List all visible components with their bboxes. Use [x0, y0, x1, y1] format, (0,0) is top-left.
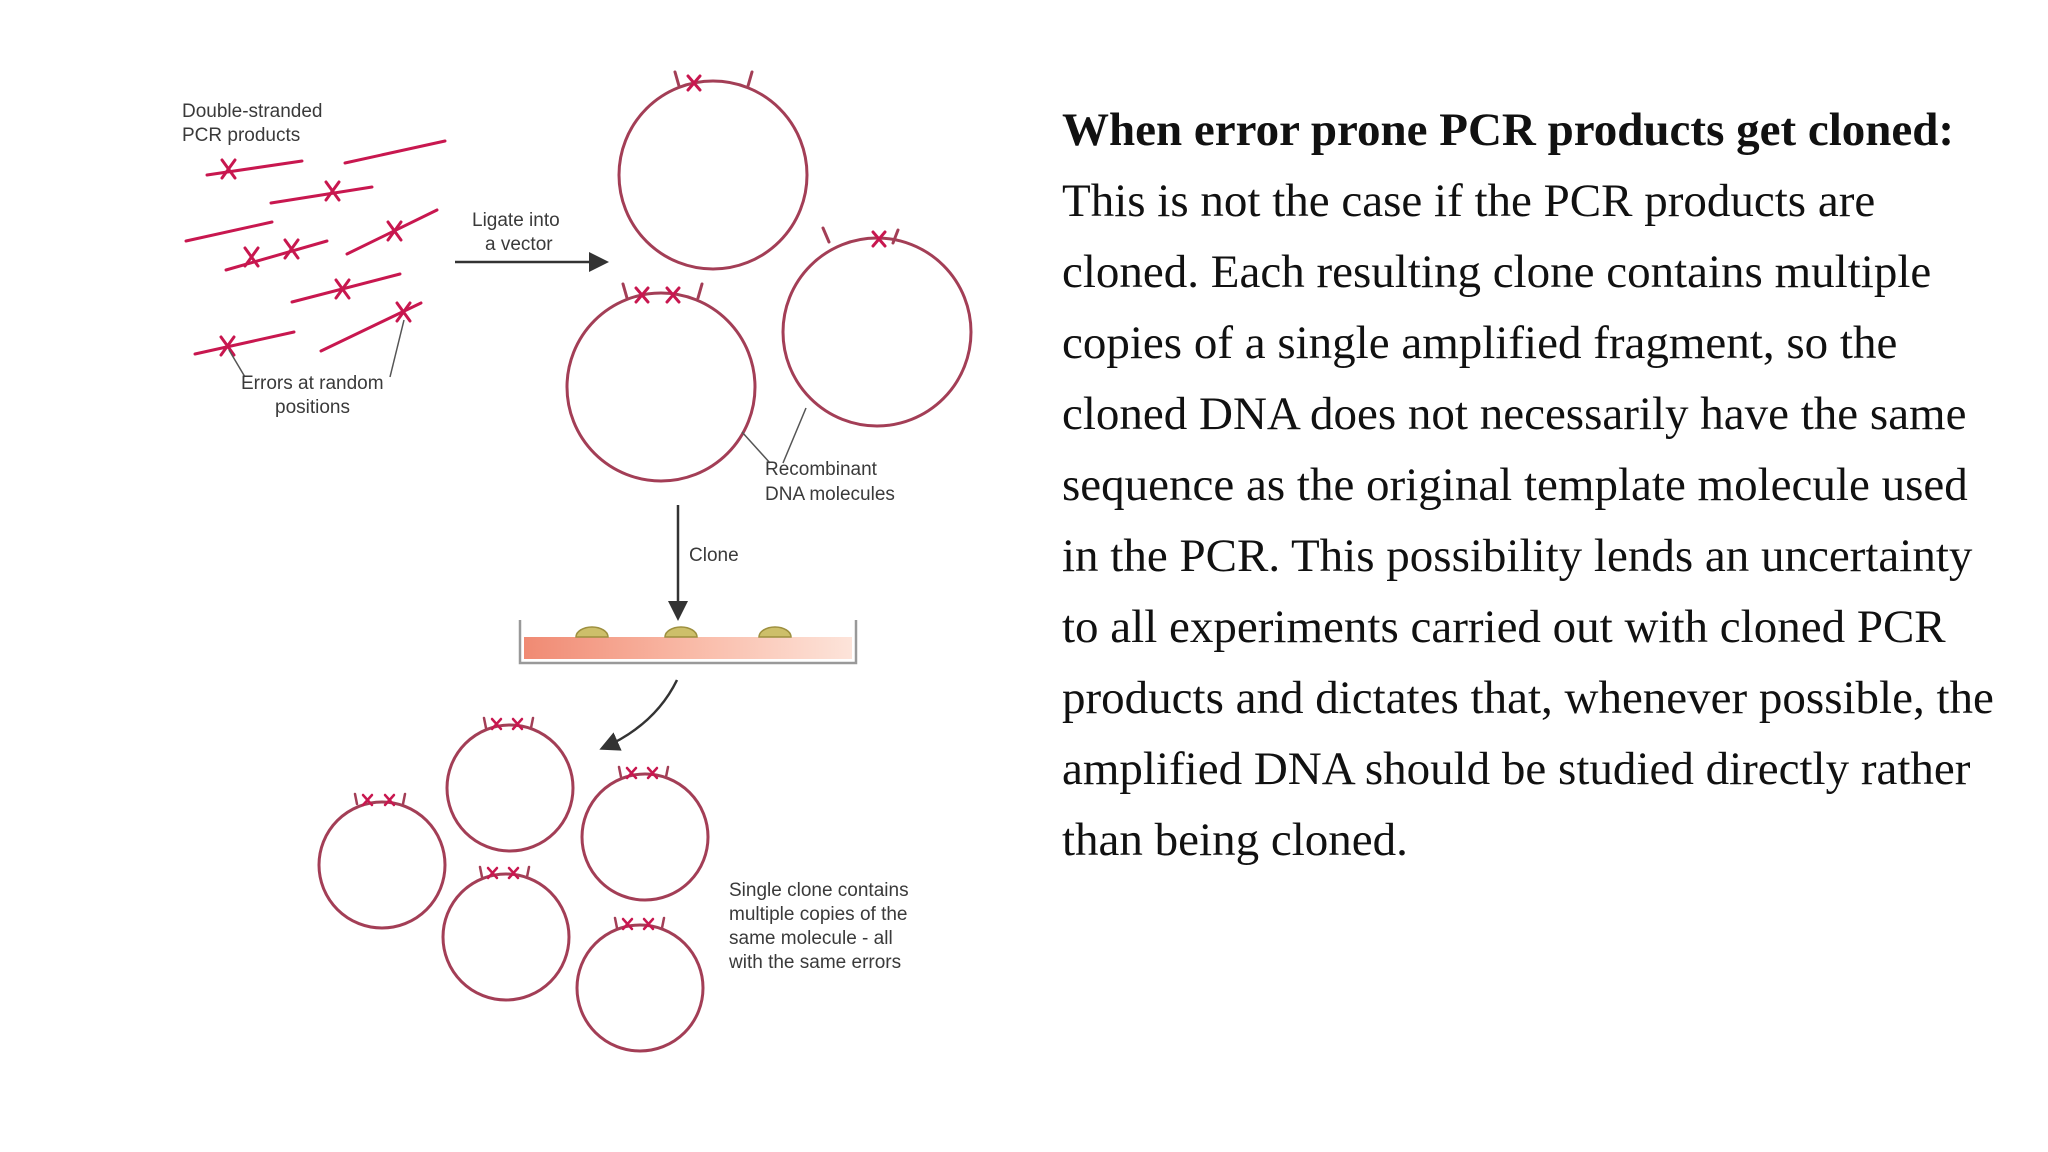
- recombinant-circle: [565, 291, 757, 483]
- label-recombinant-line1: Recombinant: [765, 459, 878, 480]
- clone-circle: [575, 923, 705, 1053]
- colony: [664, 626, 698, 638]
- recombinant-pointer-lines: [741, 407, 807, 464]
- clone-circle: [580, 772, 710, 902]
- dna-fragments: [184, 139, 447, 356]
- label-ligate-line2: a vector: [485, 234, 553, 255]
- label-errors-line1: Errors at random: [241, 373, 384, 394]
- recombinant-molecules: [565, 79, 973, 483]
- colony: [758, 626, 792, 638]
- clone-circle: [317, 800, 447, 930]
- dna-fragment: [184, 220, 274, 243]
- ligate-step: Ligate into a vector: [455, 210, 609, 272]
- pcr-products-group: Double-stranded PCR products: [182, 101, 447, 418]
- explanation-paragraph: When error prone PCR products get cloned…: [1062, 95, 1997, 876]
- error-mark-icon: [219, 335, 236, 357]
- dna-fragment: [290, 272, 402, 304]
- colony: [575, 626, 609, 638]
- dna-fragment: [343, 139, 447, 165]
- errors-pointer-lines: [228, 319, 405, 378]
- label-clone: Clone: [689, 545, 739, 566]
- label-ligate-line1: Ligate into: [472, 210, 560, 231]
- explanation-heading: When error prone PCR products get cloned…: [1062, 104, 1955, 156]
- dna-fragment: [224, 239, 329, 272]
- recombinant-circle: [781, 236, 973, 428]
- error-mark-icon: [283, 238, 300, 260]
- error-mark-icon: [634, 286, 650, 304]
- error-mark-icon: [220, 158, 237, 180]
- clone-circle: [445, 723, 575, 853]
- dish-outline: [518, 620, 858, 665]
- recombinant-insert-marks: [621, 70, 900, 304]
- select-clone-arrow: [599, 679, 679, 751]
- error-mark-icon: [324, 180, 341, 202]
- label-errors-line2: positions: [275, 397, 350, 418]
- recombinant-circle: [617, 79, 809, 271]
- error-mark-icon: [243, 246, 260, 268]
- agar-layer: [524, 637, 852, 659]
- petri-dish: [518, 620, 858, 665]
- label-single-clone-line3: same molecule - all: [729, 928, 893, 949]
- explanation-body: This is not the case if the PCR products…: [1062, 175, 1994, 866]
- error-mark-icon: [686, 74, 702, 92]
- error-mark-icon: [386, 220, 403, 242]
- label-single-clone-line1: Single clone contains: [729, 880, 909, 901]
- error-mark-icon: [395, 301, 412, 323]
- clone-insert-marks: [353, 716, 670, 931]
- label-ds-products-line1: Double-stranded: [182, 101, 322, 122]
- error-mark-icon: [665, 286, 681, 304]
- dna-fragment: [205, 159, 304, 177]
- label-ds-products-line2: PCR products: [182, 125, 300, 146]
- dna-fragment: [269, 185, 374, 205]
- error-marks: [219, 158, 412, 357]
- error-mark-icon: [871, 230, 887, 248]
- error-mark-icon: [334, 278, 351, 300]
- clone-step: Clone: [668, 505, 739, 621]
- label-single-clone-line2: multiple copies of the: [729, 904, 908, 925]
- clone-circle: [441, 872, 571, 1002]
- dna-fragment: [193, 330, 296, 356]
- label-single-clone-line4: with the same errors: [728, 952, 901, 973]
- clone-molecules: [317, 723, 710, 1053]
- label-recombinant-line2: DNA molecules: [765, 484, 895, 505]
